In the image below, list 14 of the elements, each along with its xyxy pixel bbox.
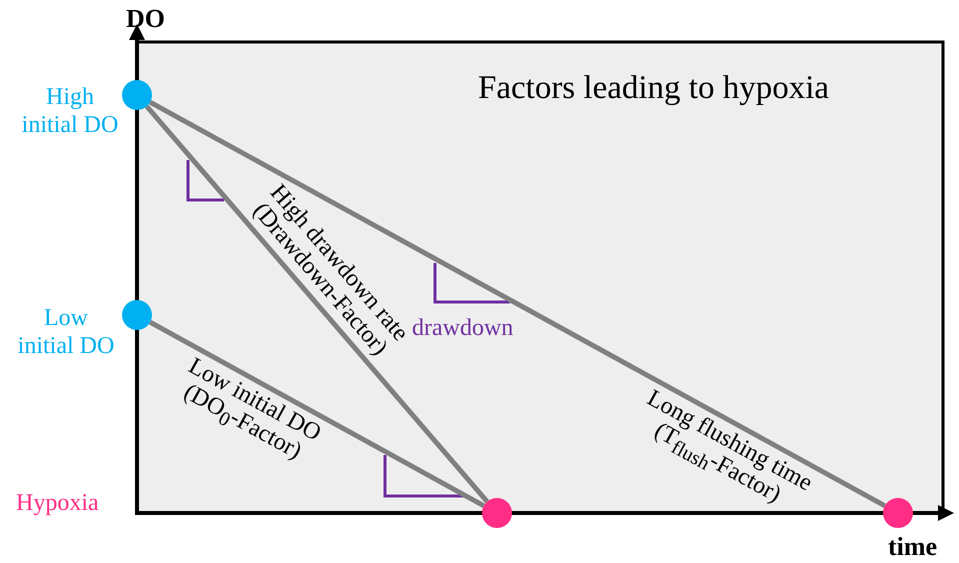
connector-line <box>148 320 486 508</box>
point-label: Low initial DO <box>16 305 116 360</box>
axis-label: DO <box>126 4 165 34</box>
connector-line <box>148 100 886 508</box>
data-point-circle <box>122 300 152 330</box>
point-label: High initial DO <box>20 84 120 140</box>
level-label: Hypoxia <box>16 490 99 517</box>
data-point-circle <box>883 498 913 528</box>
slope-label: drawdown <box>412 315 514 342</box>
connector-line <box>144 104 490 504</box>
data-point-circle <box>122 80 152 110</box>
axis-label: time <box>888 532 938 562</box>
data-point-circle <box>482 498 512 528</box>
chart-title: Factors leading to hypoxia <box>478 70 830 107</box>
